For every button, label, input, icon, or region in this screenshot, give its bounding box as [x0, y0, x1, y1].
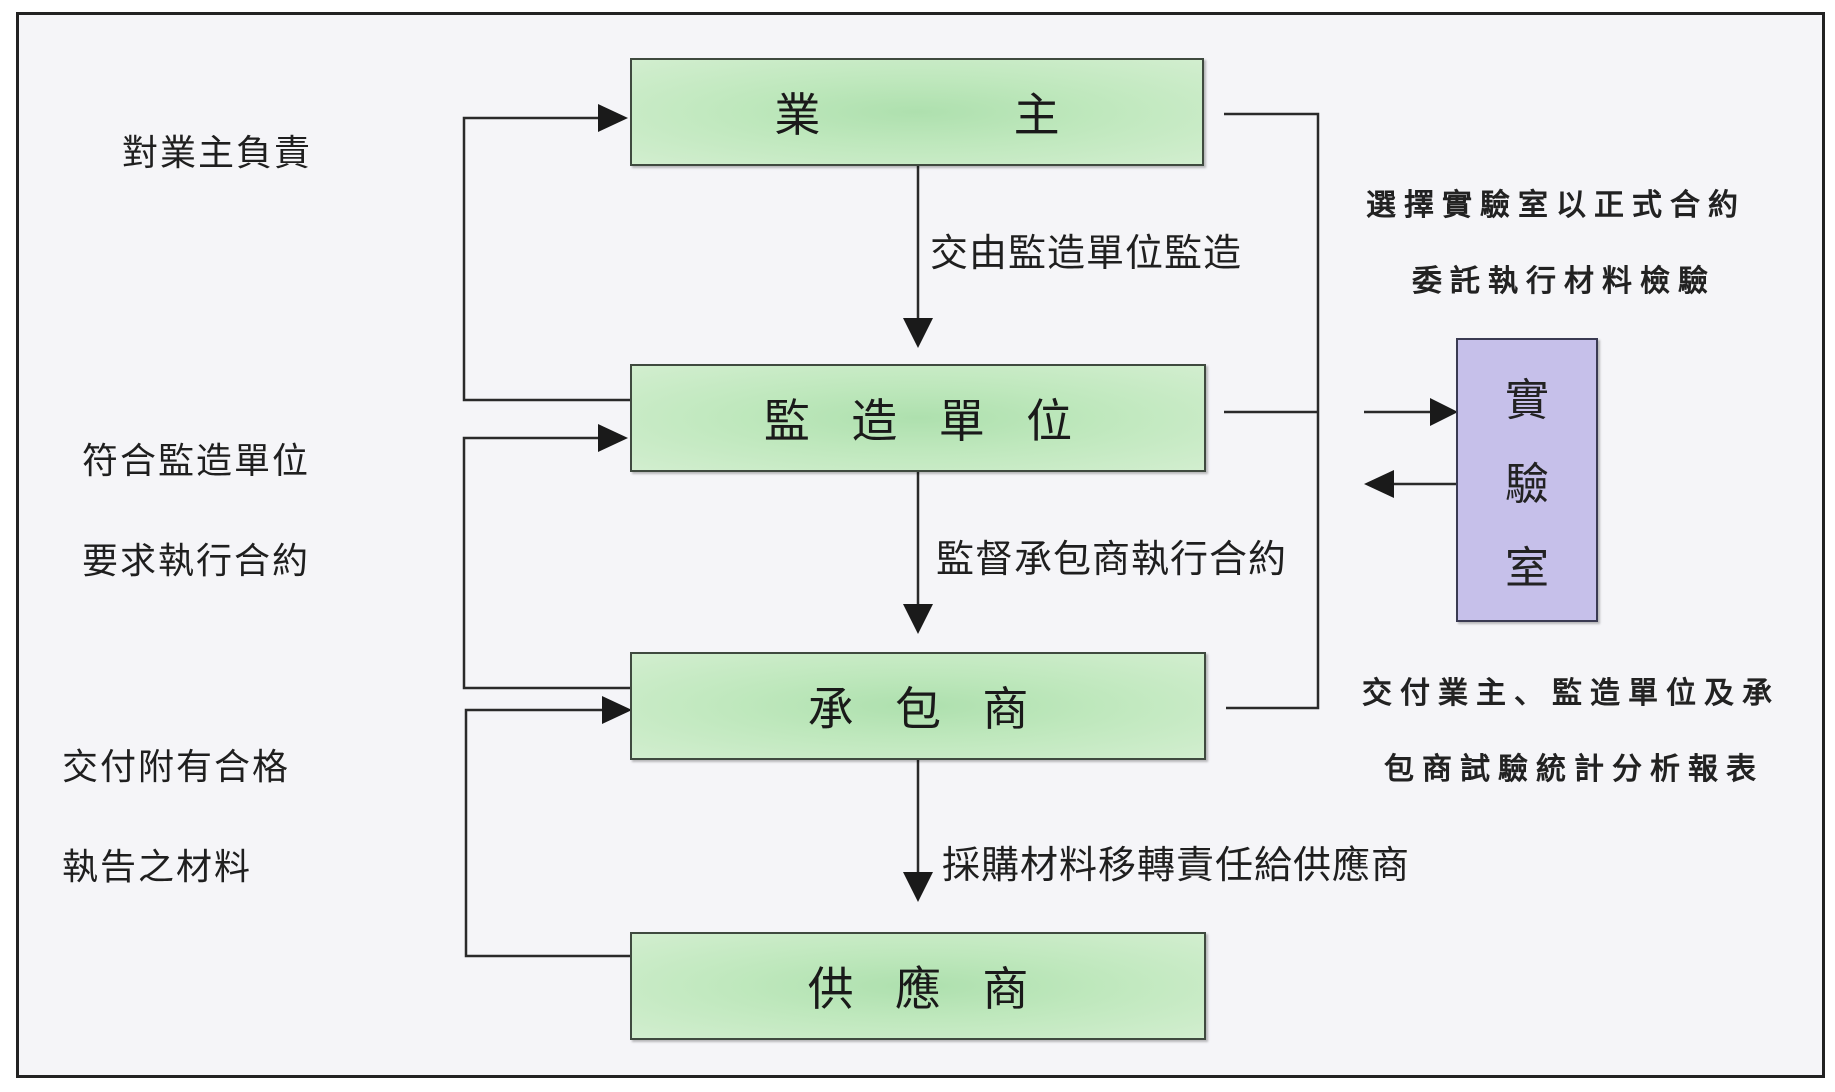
arrowhead-supervisor [598, 424, 628, 452]
arrowhead-down-3 [903, 872, 933, 902]
contractor-box-label: 承包商 [807, 682, 1070, 736]
supervisor-box: 監造單位 [630, 364, 1206, 472]
label-supervisor-to-contractor: 監督承包商執行合約 [936, 537, 1288, 581]
laboratory-char-1: 實 [1505, 375, 1549, 426]
loop-contractor-to-supervisor [462, 436, 630, 690]
supplier-box-label: 供應商 [807, 962, 1070, 1016]
arrowhead-down-1 [903, 318, 933, 348]
arrowhead-contractor [602, 696, 632, 724]
label-select-lab-2: 委託執行材料檢驗 [1412, 264, 1716, 299]
owner-box: 業 主 [630, 58, 1204, 166]
owner-box-label: 業 主 [774, 88, 1134, 142]
label-owner-responsibility: 對業主負責 [122, 133, 313, 174]
supervisor-box-label: 監造單位 [763, 394, 1114, 448]
contractor-box: 承包商 [630, 652, 1206, 760]
label-select-lab-1: 選擇實驗室以正式合約 [1366, 188, 1746, 223]
arrowhead-owner [598, 104, 628, 132]
arrowhead-from-lab [1364, 470, 1394, 498]
arrowhead-to-lab [1430, 398, 1458, 426]
label-deliver-certified-1: 交付附有合格 [62, 747, 291, 788]
arrowhead-down-2 [903, 604, 933, 634]
label-report-1: 交付業主、監造單位及承 [1362, 676, 1780, 711]
label-supervisor-requirement-1: 符合監造單位 [82, 441, 311, 482]
laboratory-char-3: 室 [1505, 543, 1549, 594]
laboratory-box: 實 驗 室 [1456, 338, 1598, 622]
loop-supplier-to-contractor [464, 708, 630, 958]
loop-supervisor-to-owner [462, 116, 630, 402]
label-contractor-to-supplier: 採購材料移轉責任給供應商 [942, 843, 1411, 887]
label-supervisor-requirement-2: 要求執行合約 [82, 541, 311, 582]
supplier-box: 供應商 [630, 932, 1206, 1040]
laboratory-char-2: 驗 [1505, 459, 1549, 510]
label-owner-to-supervisor: 交由監造單位監造 [930, 231, 1243, 275]
label-report-2: 包商試驗統計分析報表 [1384, 752, 1764, 787]
label-deliver-certified-2: 執告之材料 [62, 847, 253, 888]
